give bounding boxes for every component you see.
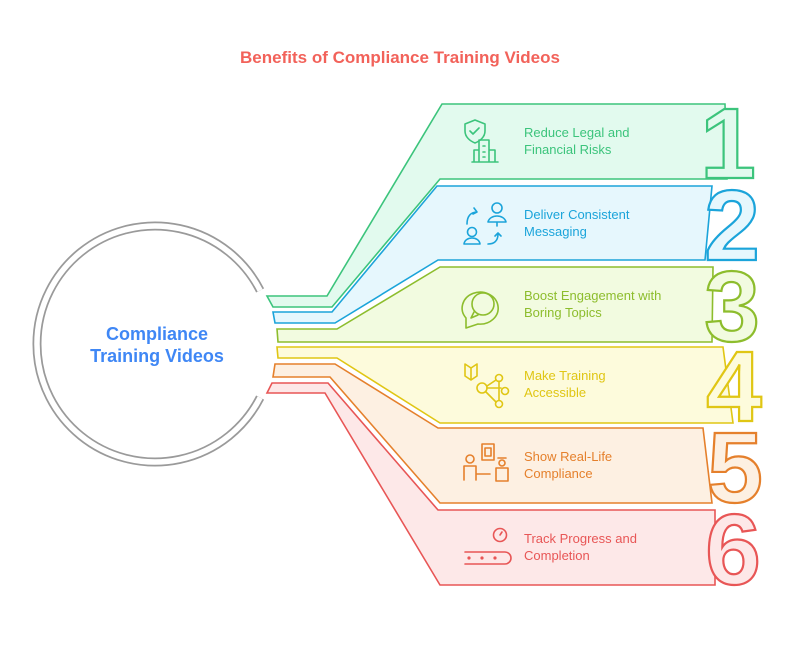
shield-building-icon: [464, 119, 499, 163]
benefit-label-line2: Compliance: [524, 466, 593, 481]
person-scenario-icon: [463, 443, 509, 482]
benefit-band: [265, 103, 728, 308]
benefit-label-line1: Show Real-Life: [524, 449, 612, 464]
chat-bubbles-icon: [461, 291, 499, 329]
benefit-number: 2: [704, 170, 760, 282]
benefit-label-line1: Deliver Consistent: [524, 207, 630, 222]
benefit-label-line2: Accessible: [524, 385, 586, 400]
book-network-icon: [464, 363, 510, 409]
benefit-label-line2: Financial Risks: [524, 142, 612, 157]
benefit-label-line2: Boring Topics: [524, 305, 602, 320]
benefit-band: [276, 346, 734, 424]
benefit-label-line1: Track Progress and: [524, 531, 637, 546]
benefit-label-line1: Boost Engagement with: [524, 288, 661, 303]
benefit-number: 6: [705, 494, 761, 606]
benefit-number: 5: [707, 412, 763, 524]
center-label-line2: Training Videos: [90, 346, 224, 366]
center-label-line1: Compliance: [106, 324, 208, 344]
benefit-band: [265, 382, 716, 586]
benefit-label-line1: Reduce Legal and: [524, 125, 630, 140]
benefit-band: [272, 363, 713, 504]
benefit-number: 3: [704, 251, 760, 363]
center-circle: Compliance Training Videos: [32, 221, 265, 467]
people-exchange-icon: [463, 202, 507, 245]
timer-progress-icon: [464, 527, 512, 565]
diagram-title: Benefits of Compliance Training Videos: [240, 48, 560, 67]
benefit-number: 1: [700, 88, 756, 200]
benefit-label-line2: Messaging: [524, 224, 587, 239]
benefit-band: [276, 266, 714, 343]
benefit-band: [272, 185, 713, 324]
benefit-label-line2: Completion: [524, 548, 590, 563]
benefit-number: 4: [706, 331, 762, 443]
benefit-label-line1: Make Training: [524, 368, 606, 383]
